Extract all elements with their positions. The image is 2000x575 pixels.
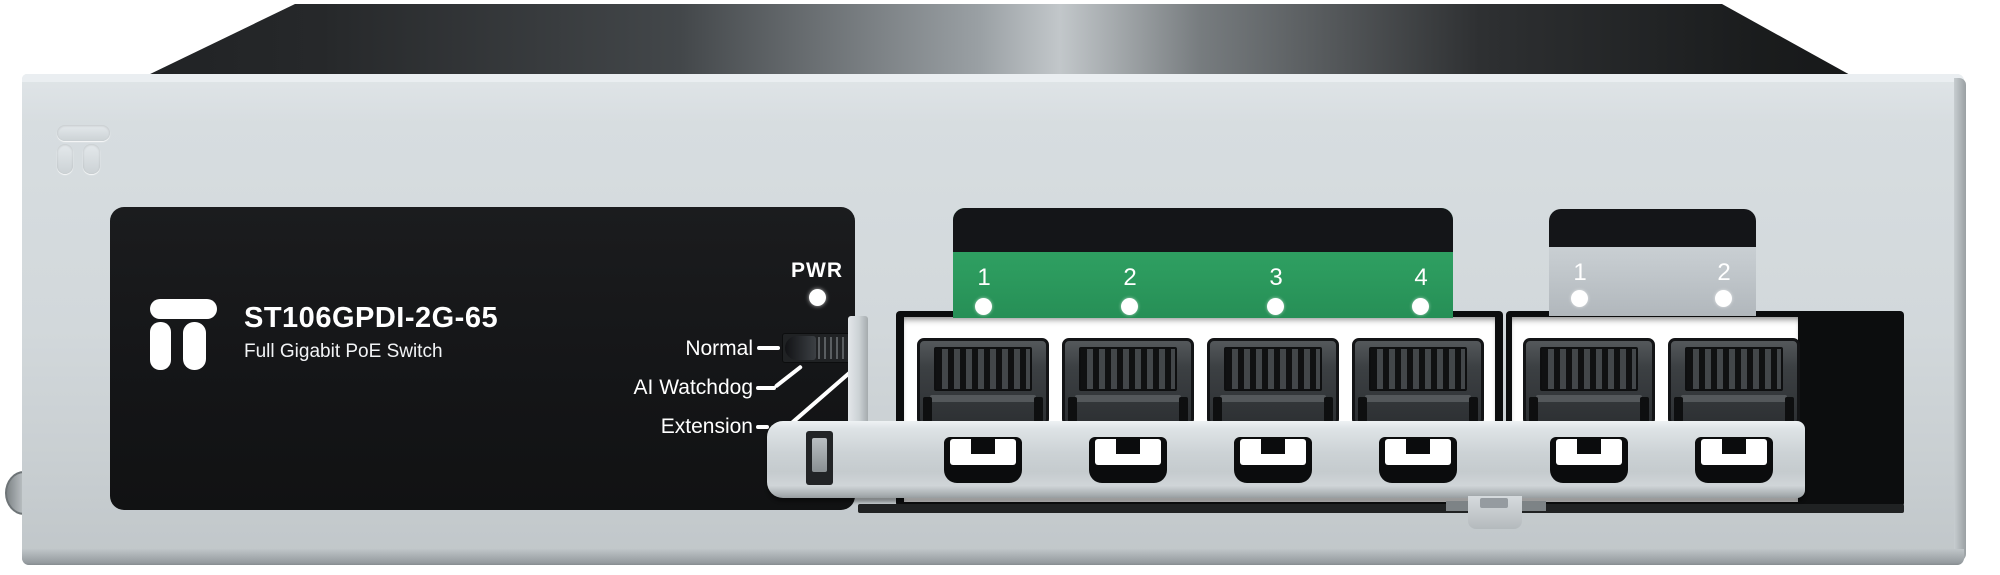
bar-bracket xyxy=(848,316,868,424)
port-led-label: 2 xyxy=(1717,259,1731,286)
rj45-pins xyxy=(1685,347,1783,391)
rj45-notch xyxy=(1469,397,1478,422)
mounting-tab-shadow xyxy=(1446,501,1468,511)
mounting-tab-groove xyxy=(1480,498,1508,508)
port-led-label: 3 xyxy=(1269,264,1283,291)
rj45-clip-slot-3 xyxy=(1234,437,1312,483)
front-panel-bottom-edge xyxy=(22,549,1964,565)
rj45-clip-notch xyxy=(1577,437,1601,454)
rj45-clip-slot-2 xyxy=(1089,437,1167,483)
rj45-ledge xyxy=(1220,395,1326,402)
under-bar-shadow xyxy=(858,504,1904,513)
poe-port-led-group-2: 2 xyxy=(1110,265,1150,325)
rj45-notch xyxy=(1358,397,1367,422)
port-led-label: 2 xyxy=(1123,264,1137,291)
port-led xyxy=(1121,298,1138,315)
rj45-uplink-port-2 xyxy=(1668,338,1800,426)
bar-latch xyxy=(806,431,833,485)
uplink-port-led-group-1: 1 xyxy=(1560,260,1600,320)
rj45-clip-slot-4 xyxy=(1379,437,1457,483)
rj45-notch xyxy=(1785,397,1794,422)
rj45-notch xyxy=(1034,397,1043,422)
port-led-label: 1 xyxy=(977,264,991,291)
brand-logo-icon xyxy=(183,322,206,370)
rj45-clip-notch xyxy=(971,437,995,454)
uplink-port-led-group-2: 2 xyxy=(1704,260,1744,320)
mode-label-ai-watchdog: AI Watchdog xyxy=(633,376,753,399)
rj45-pins xyxy=(1079,347,1177,391)
rj45-ledge xyxy=(930,395,1036,402)
rj45-port-4 xyxy=(1352,338,1484,426)
port-led-label: 4 xyxy=(1414,264,1428,291)
port-led xyxy=(975,298,992,315)
mode-label-extension: Extension xyxy=(660,415,753,438)
rj45-notch xyxy=(1213,397,1222,422)
info-panel xyxy=(110,207,855,510)
front-panel-top-bevel xyxy=(22,74,1964,82)
poe-port-led-group-4: 4 xyxy=(1401,265,1441,325)
rj45-pins xyxy=(1224,347,1322,391)
rj45-notch xyxy=(1529,397,1538,422)
rj45-notch xyxy=(1640,397,1649,422)
rj45-clip-notch xyxy=(1116,437,1140,454)
rj45-port-3 xyxy=(1207,338,1339,426)
rj45-clip-slot-1 xyxy=(944,437,1022,483)
port-led-label: 1 xyxy=(1573,259,1587,286)
brand-logo-icon xyxy=(150,299,217,319)
model-number: ST106GPDI-2G-65 xyxy=(244,302,499,334)
port-led xyxy=(1412,298,1429,315)
poe-port-led-group-3: 3 xyxy=(1256,265,1296,325)
embossed-brand-logo-icon xyxy=(57,125,110,141)
mode-slide-switch-ridges xyxy=(818,337,850,359)
rj45-pins xyxy=(934,347,1032,391)
mode-slide-switch-knob[interactable] xyxy=(785,336,816,360)
power-led xyxy=(809,289,826,306)
mode-slide-switch[interactable] xyxy=(782,333,853,363)
leader-line-ai-watchdog xyxy=(756,386,776,390)
uplink-led-panel-top-strip xyxy=(1549,209,1756,247)
mode-label-normal: Normal xyxy=(685,337,753,360)
front-panel-right-edge xyxy=(1954,78,1966,561)
rj45-port-2 xyxy=(1062,338,1194,426)
poe-led-panel-top-strip xyxy=(953,208,1453,252)
mounting-tab-shadow xyxy=(1522,501,1546,511)
rj45-pins xyxy=(1540,347,1638,391)
port-led xyxy=(1267,298,1284,315)
switch-top-cover xyxy=(146,4,1852,76)
power-led-label: PWR xyxy=(791,259,843,282)
mounting-tab xyxy=(1468,496,1522,529)
rj45-pins xyxy=(1369,347,1467,391)
poe-port-led-group-1: 1 xyxy=(964,265,1004,325)
port-led xyxy=(1715,290,1732,307)
rj45-clip-slot-5 xyxy=(1550,437,1628,483)
leader-line-extension xyxy=(756,425,769,429)
rj45-ledge xyxy=(1681,395,1787,402)
embossed-brand-logo-icon xyxy=(83,144,100,174)
rj45-clip-slot-6 xyxy=(1695,437,1773,483)
rj45-ledge xyxy=(1536,395,1642,402)
port-led xyxy=(1571,290,1588,307)
rj45-notch xyxy=(1674,397,1683,422)
product-name: Full Gigabit PoE Switch xyxy=(244,341,443,362)
rj45-clip-notch xyxy=(1261,437,1285,454)
rj45-clip-notch xyxy=(1722,437,1746,454)
brand-logo-icon xyxy=(150,322,171,370)
rj45-port-1 xyxy=(917,338,1049,426)
rj45-clip-notch xyxy=(1406,437,1430,454)
rj45-ledge xyxy=(1075,395,1181,402)
rj45-ledge xyxy=(1365,395,1471,402)
leader-line-normal xyxy=(757,346,780,350)
cable-management-bar xyxy=(767,421,1805,498)
embossed-brand-logo-icon xyxy=(57,144,73,174)
rj45-uplink-port-1 xyxy=(1523,338,1655,426)
rj45-notch xyxy=(1179,397,1188,422)
rj45-notch xyxy=(1324,397,1333,422)
rj45-notch xyxy=(923,397,932,422)
rj45-notch xyxy=(1068,397,1077,422)
bar-latch-tab xyxy=(812,438,827,472)
